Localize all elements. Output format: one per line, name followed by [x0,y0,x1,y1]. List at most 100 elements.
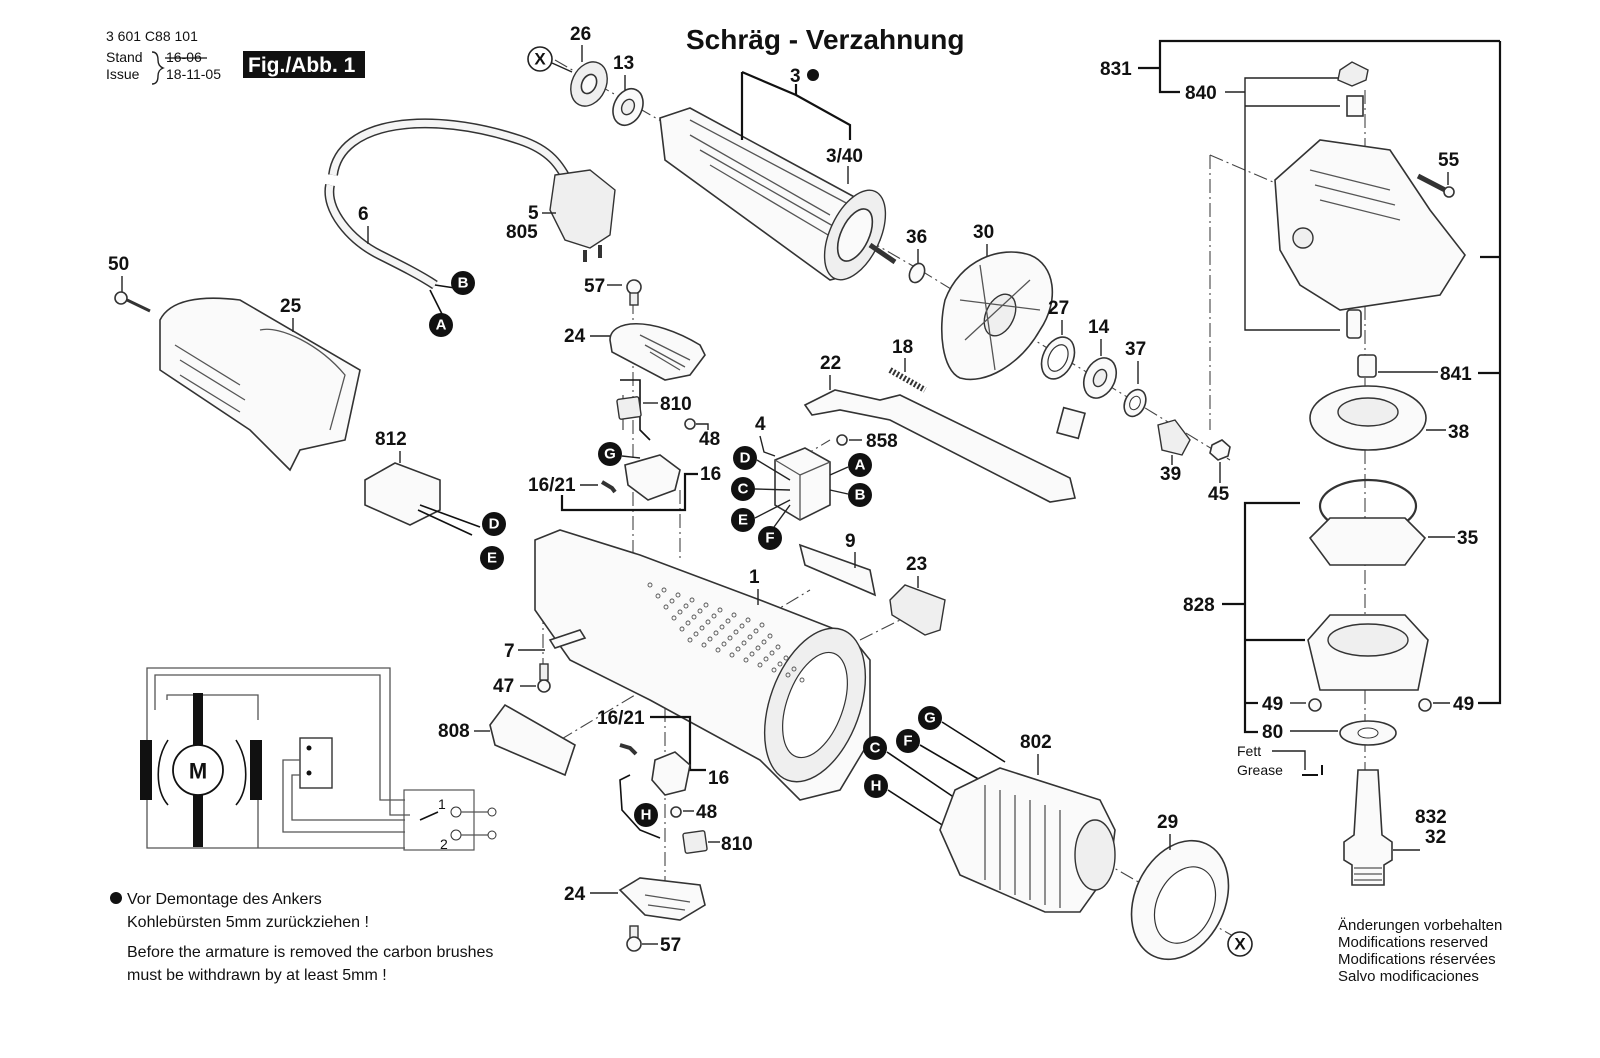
connector-g-field[interactable] [918,706,942,730]
label-39[interactable]: 39 [1160,464,1181,485]
part-45-nut[interactable] [1209,439,1231,461]
bearing-part[interactable] [1056,406,1086,440]
part-5-plug[interactable] [549,169,616,249]
label-36[interactable]: 36 [906,227,927,248]
label-16-21-bottom[interactable]: 16/21 [597,708,645,729]
label-55[interactable]: 55 [1438,150,1460,171]
label-48-bottom[interactable]: 48 [696,802,717,823]
part-49-screw-left[interactable] [1308,698,1322,712]
part-840-pin[interactable] [1346,309,1362,339]
part-22-switch-rod[interactable] [803,389,1076,503]
label-16-top[interactable]: 16 [700,464,721,485]
label-16-bottom[interactable]: 16 [708,768,729,789]
part-16-21-spring-top[interactable] [600,480,617,494]
part-16-21-spring-bottom[interactable] [619,743,638,756]
part-57-screw-top[interactable] [626,279,642,295]
label-4[interactable]: 4 [755,414,766,435]
label-48-top[interactable]: 48 [699,429,720,450]
label-80[interactable]: 80 [1262,722,1283,743]
label-5[interactable]: 5 [528,203,539,224]
label-38[interactable]: 38 [1448,422,1469,443]
label-858[interactable]: 858 [866,431,898,452]
part-812-capacitor[interactable] [364,462,441,526]
cross-ref-x-top[interactable] [527,46,553,72]
label-24-bottom[interactable]: 24 [564,884,586,905]
part-48-screw-top[interactable] [684,418,696,430]
part-858-screw[interactable] [836,434,848,446]
connector-g-brush[interactable] [598,442,622,466]
part-7-cable-clamp[interactable] [548,629,587,649]
part-55-screw[interactable] [1416,173,1447,193]
part-49-screw-right[interactable] [1418,698,1432,712]
label-808[interactable]: 808 [438,721,470,742]
label-805[interactable]: 805 [506,222,538,243]
label-50[interactable]: 50 [108,254,129,275]
part-810-carbon-brush-top[interactable] [616,396,642,420]
label-841[interactable]: 841 [1440,364,1472,385]
part-831-gear-housing[interactable] [1274,139,1466,311]
label-22[interactable]: 22 [820,353,841,374]
label-802[interactable]: 802 [1020,732,1052,753]
label-810-top[interactable]: 810 [660,394,692,415]
label-27[interactable]: 27 [1048,298,1069,319]
label-840[interactable]: 840 [1185,83,1217,104]
label-49-left[interactable]: 49 [1262,694,1283,715]
label-26[interactable]: 26 [570,24,591,45]
part-23-air-grille[interactable] [889,584,946,636]
label-29[interactable]: 29 [1157,812,1178,833]
label-3-40[interactable]: 3/40 [826,146,863,167]
label-57-bottom[interactable]: 57 [660,935,681,956]
part-810-carbon-brush-bottom[interactable] [682,830,708,854]
label-37[interactable]: 37 [1125,339,1146,360]
label-45[interactable]: 45 [1208,484,1230,505]
label-7[interactable]: 7 [504,641,515,662]
part-32-spindle[interactable] [1343,769,1393,886]
label-23[interactable]: 23 [906,554,927,575]
label-49-right[interactable]: 49 [1453,694,1474,715]
connector-b-cord[interactable] [451,271,475,295]
part-18-spring[interactable] [888,367,927,393]
label-6[interactable]: 6 [358,204,369,225]
label-30[interactable]: 30 [973,222,994,243]
label-16-21-top[interactable]: 16/21 [528,475,576,496]
label-18[interactable]: 18 [892,337,913,358]
label-32[interactable]: 32 [1425,827,1446,848]
part-4-switch[interactable] [774,447,831,521]
connector-c-field[interactable] [863,736,887,760]
label-35[interactable]: 35 [1457,528,1479,549]
connector-f-switch[interactable] [758,526,782,550]
label-832[interactable]: 832 [1415,807,1447,828]
label-828[interactable]: 828 [1183,595,1215,616]
part-841-bushing[interactable] [1357,354,1377,378]
label-47[interactable]: 47 [493,676,514,697]
connector-a-switch[interactable] [848,453,872,477]
part-802-field-coil[interactable] [939,767,1116,913]
label-9[interactable]: 9 [845,531,856,552]
label-812[interactable]: 812 [375,429,407,450]
label-13[interactable]: 13 [613,53,634,74]
part-840-lock-button[interactable] [1337,61,1369,87]
connector-d-switch[interactable] [733,446,757,470]
label-1[interactable]: 1 [749,567,760,588]
connector-e-switch[interactable] [731,508,755,532]
label-810-bottom[interactable]: 810 [721,834,753,855]
connector-f-field[interactable] [896,729,920,753]
part-35-gasket[interactable] [1308,517,1427,566]
label-14[interactable]: 14 [1088,317,1110,338]
part-16-brush-holder-top[interactable] [624,454,681,501]
label-57-top[interactable]: 57 [584,276,605,297]
cross-ref-x-bottom[interactable] [1227,931,1253,957]
part-9-nameplate[interactable] [798,543,877,597]
part-24-brush-cover-bottom[interactable] [618,877,706,921]
label-831[interactable]: 831 [1100,59,1132,80]
part-16-brush-holder-bottom[interactable] [651,751,691,796]
label-25[interactable]: 25 [280,296,302,317]
part-6-cord-end[interactable] [324,184,438,290]
connector-d-cap[interactable] [482,512,506,536]
part-25-rear-housing[interactable] [159,297,361,472]
part-48-screw-bottom[interactable] [670,806,682,818]
connector-b-switch[interactable] [848,483,872,507]
connector-c-switch[interactable] [731,477,755,501]
connector-h-brush[interactable] [634,803,658,827]
label-3[interactable]: 3 [790,66,801,87]
